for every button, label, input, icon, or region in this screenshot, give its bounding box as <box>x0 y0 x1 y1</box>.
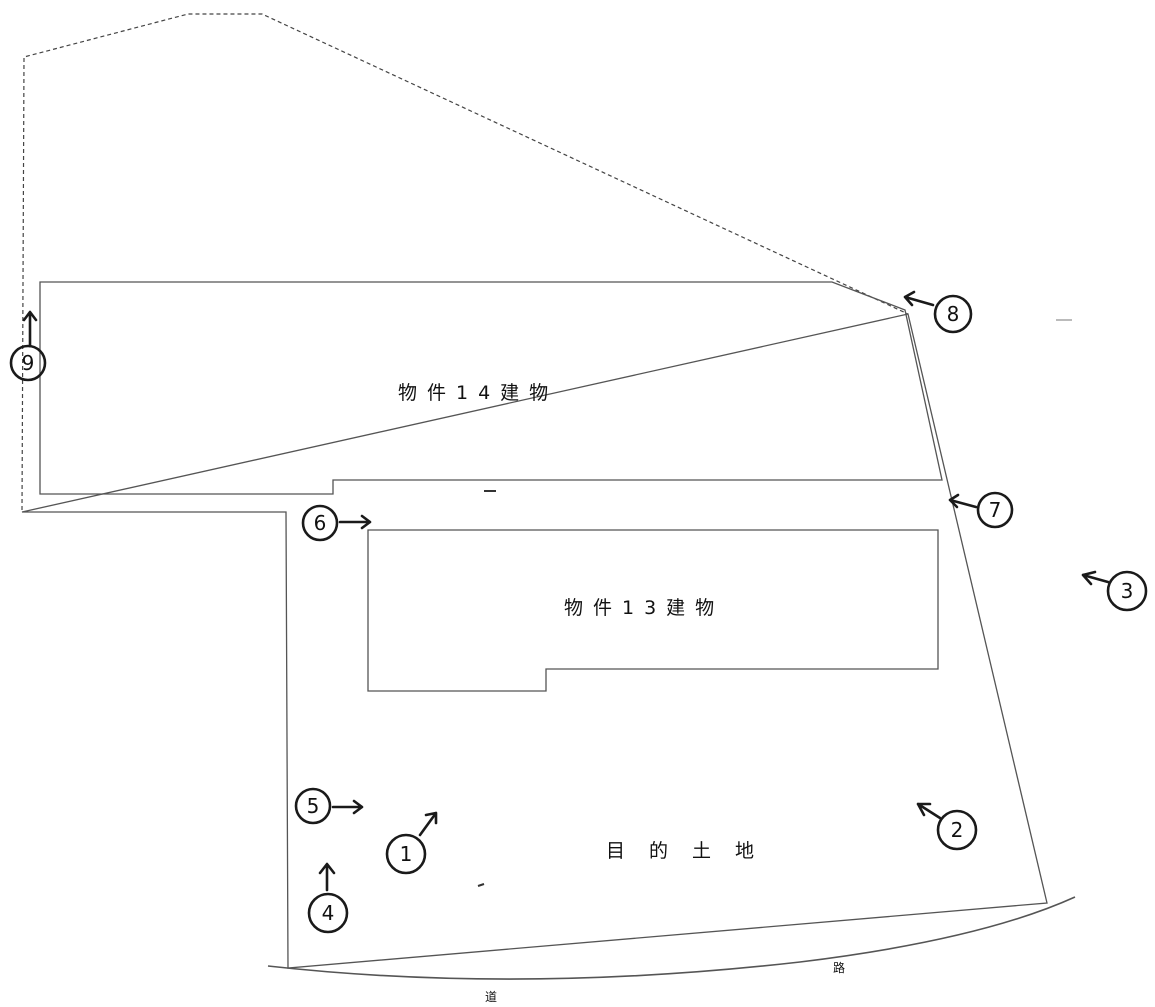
photo-marker-9: 9 <box>9 310 47 382</box>
marker-circle <box>1106 570 1148 612</box>
photo-marker-6: 6 <box>301 504 372 542</box>
dashed-boundary <box>21 13 909 511</box>
marker-circle <box>385 833 427 875</box>
marker-number: 4 <box>322 901 335 925</box>
target-land-outline <box>21 313 1048 969</box>
marker-number: 1 <box>400 842 413 866</box>
marker-number: 8 <box>947 302 960 326</box>
photo-marker-3: 3 <box>1081 570 1148 612</box>
road-label-char2: 路 <box>833 960 845 975</box>
arrow-icon <box>1081 570 1110 586</box>
building-14-label: 物件14建物 <box>398 382 558 404</box>
marker-number: 5 <box>307 794 320 818</box>
arrow-icon <box>331 799 364 815</box>
road-label-char1: 道 <box>485 990 497 1004</box>
marker-circle <box>307 892 349 934</box>
marker-number: 7 <box>989 498 1002 522</box>
speck <box>477 883 485 887</box>
building-13-outline <box>367 529 939 692</box>
photo-marker-1: 1 <box>385 811 438 875</box>
marker-number: 6 <box>314 511 327 535</box>
building-14-outline <box>39 281 943 495</box>
target-land-label: 目的土地 <box>606 840 778 862</box>
building-13-label: 物件13建物 <box>564 597 724 619</box>
arrow-icon <box>903 290 935 307</box>
arrow-icon <box>22 310 38 348</box>
marker-circle <box>933 294 973 334</box>
arrow-icon <box>318 862 336 892</box>
marker-circle <box>976 491 1014 529</box>
marker-circle <box>9 344 47 382</box>
arrow-icon <box>418 811 438 837</box>
marker-number: 2 <box>951 818 964 842</box>
photo-marker-2: 2 <box>916 802 978 851</box>
marker-number: 3 <box>1121 579 1134 603</box>
marker-circle <box>301 504 339 542</box>
arrow-icon <box>948 493 978 509</box>
photo-marker-5: 5 <box>294 787 364 825</box>
road-edge <box>267 896 1076 980</box>
marker-circle <box>936 809 978 851</box>
photo-marker-7: 7 <box>948 491 1014 529</box>
photo-marker-8: 8 <box>903 290 973 334</box>
arrow-icon <box>916 802 942 820</box>
photo-marker-4: 4 <box>307 862 349 934</box>
marker-circle <box>294 787 332 825</box>
arrow-icon <box>338 514 372 530</box>
marker-number: 9 <box>22 351 35 375</box>
